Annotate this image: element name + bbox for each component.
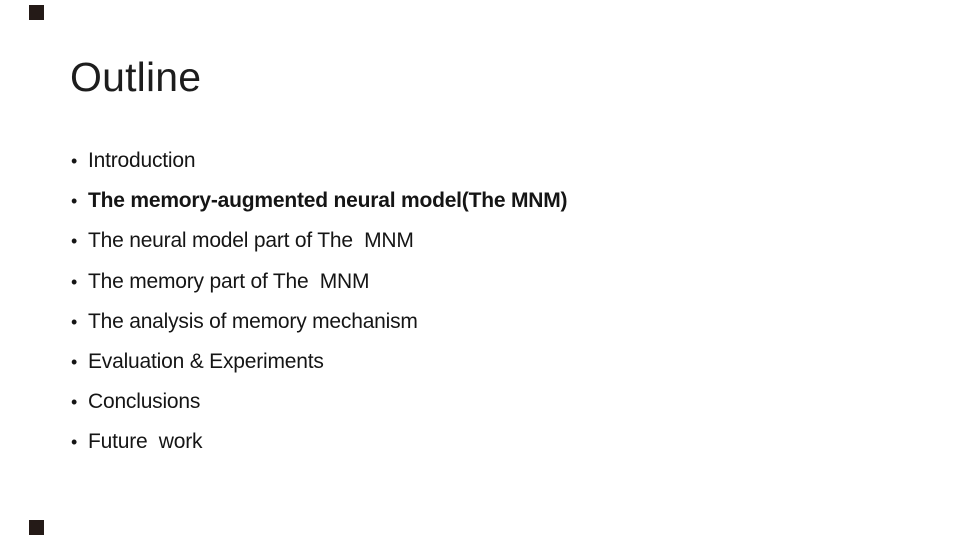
bullet-glyph: • — [71, 151, 78, 172]
list-item: • The analysis of memory mechanism — [71, 302, 567, 342]
bullet-list: • Introduction • The memory-augmented ne… — [71, 141, 568, 463]
list-item: • Future work — [71, 422, 567, 462]
slide-title: Outline — [70, 54, 202, 100]
corner-accent-square-bottom — [29, 520, 44, 535]
bullet-glyph: • — [71, 432, 78, 453]
bullet-text: Future work — [88, 430, 203, 454]
list-item: • The memory part of The MNM — [71, 262, 567, 302]
bullet-text: The analysis of memory mechanism — [88, 309, 418, 333]
bullet-text: Introduction — [88, 149, 196, 173]
list-item: • Evaluation & Experiments — [71, 342, 567, 382]
bullet-text: The memory part of The MNM — [88, 269, 370, 293]
list-item: • Introduction — [71, 141, 567, 181]
bullet-glyph: • — [71, 311, 78, 332]
bullet-glyph: • — [71, 271, 78, 292]
bullet-text: The neural model part of The MNM — [88, 229, 414, 253]
list-item: • The neural model part of The MNM — [71, 221, 567, 261]
bullet-text: The memory-augmented neural model(The MN… — [88, 189, 568, 213]
corner-accent-square-top — [29, 5, 44, 20]
bullet-glyph: • — [71, 392, 78, 413]
bullet-text: Evaluation & Experiments — [88, 350, 324, 374]
list-item: • Conclusions — [71, 382, 567, 422]
list-item: • The memory-augmented neural model(The … — [71, 181, 568, 221]
bullet-text: Conclusions — [88, 390, 201, 414]
bullet-glyph: • — [71, 352, 78, 373]
bullet-glyph: • — [71, 231, 78, 252]
bullet-glyph: • — [71, 191, 78, 212]
